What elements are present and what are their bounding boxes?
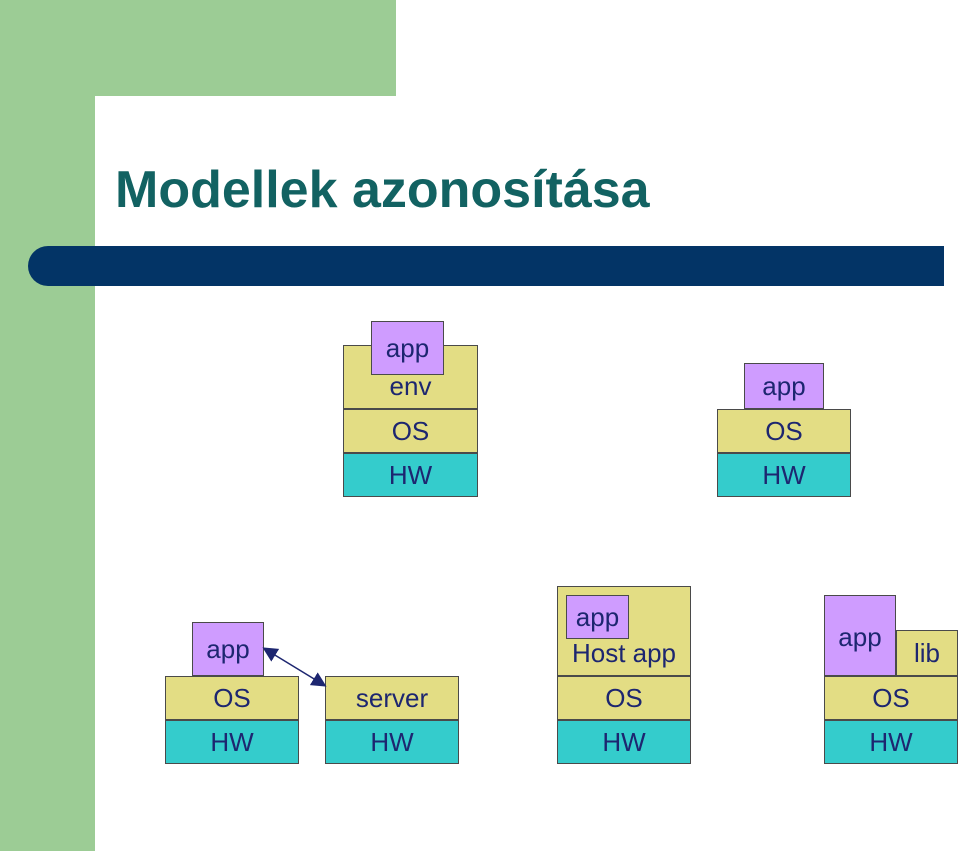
- app-label: app: [385, 332, 430, 363]
- app-label: app: [206, 633, 250, 664]
- os-label: OS: [213, 682, 251, 713]
- server-label: server: [355, 682, 429, 713]
- os-label: OS: [391, 415, 430, 446]
- hw-label: HW: [370, 726, 414, 757]
- hw-layer: HW: [557, 720, 691, 764]
- app-label: app: [575, 601, 620, 632]
- hw-layer: HW: [717, 453, 851, 497]
- lib-label: lib: [913, 637, 940, 668]
- hw-layer: HW: [343, 453, 478, 497]
- lib-box: lib: [896, 630, 958, 676]
- title-divider-bar: [28, 246, 944, 286]
- os-layer: OS: [165, 676, 299, 720]
- app-label: app: [762, 370, 806, 401]
- hw-layer: HW: [325, 720, 459, 764]
- os-label: OS: [872, 682, 910, 713]
- os-layer: OS: [557, 676, 691, 720]
- app-box: app: [824, 595, 896, 676]
- hw-label: HW: [388, 459, 433, 490]
- os-label: OS: [765, 415, 803, 446]
- hw-label: HW: [869, 726, 913, 757]
- hw-layer: HW: [165, 720, 299, 764]
- os-layer: OS: [717, 409, 851, 453]
- hw-label: HW: [210, 726, 254, 757]
- app-box: app: [371, 321, 444, 375]
- green-top-block: [0, 0, 396, 96]
- hw-label: HW: [762, 459, 806, 490]
- app-box: app: [566, 595, 629, 639]
- app-box: app: [192, 622, 264, 676]
- slide-title: Modellek azonosítása: [115, 161, 650, 219]
- hw-layer: HW: [824, 720, 958, 764]
- host-app-label: Host app: [571, 638, 677, 668]
- hw-label: HW: [602, 726, 646, 757]
- os-layer: OS: [824, 676, 958, 720]
- app-box: app: [744, 363, 824, 409]
- server-layer: server: [325, 676, 459, 720]
- env-label: env: [389, 371, 432, 401]
- app-label: app: [838, 622, 882, 652]
- green-side-band: [0, 0, 95, 851]
- os-layer: OS: [343, 409, 478, 453]
- os-label: OS: [605, 682, 643, 713]
